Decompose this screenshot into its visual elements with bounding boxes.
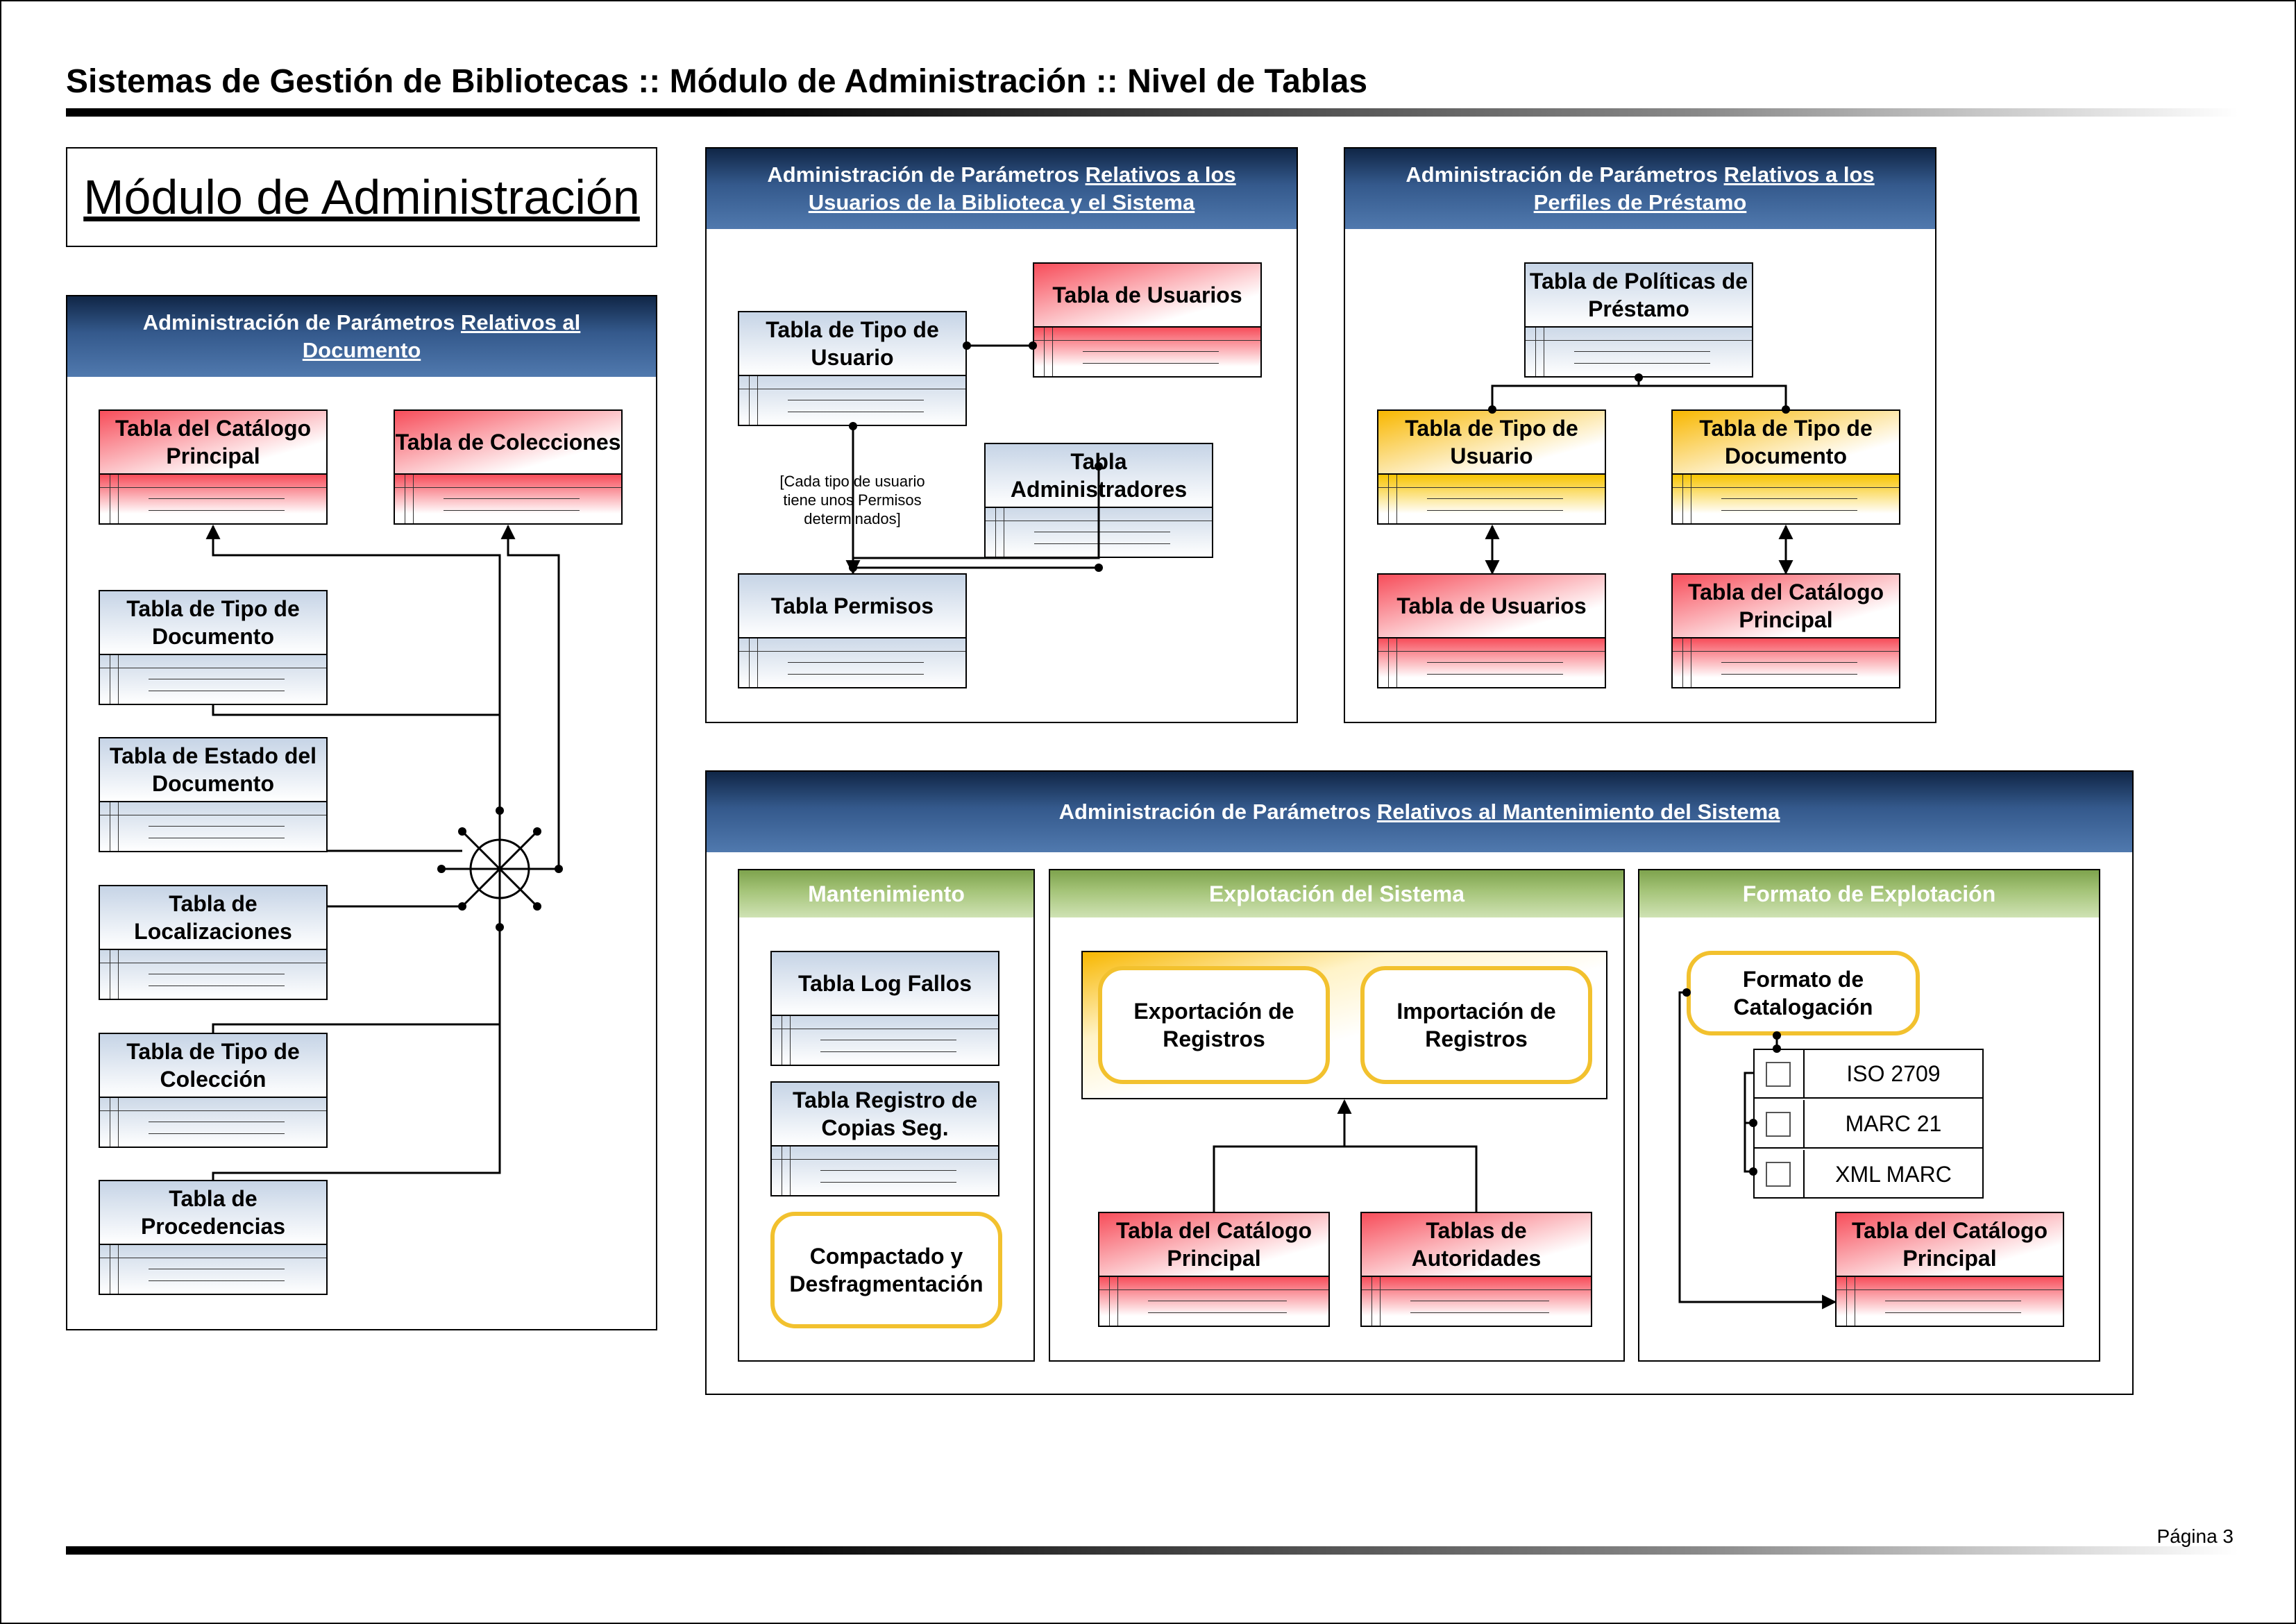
importacion-process[interactable]: Importación de Registros [1360, 966, 1592, 1084]
exportacion-process[interactable]: Exportación de Registros [1098, 966, 1330, 1084]
format-option-iso2709[interactable]: ISO 2709 [1755, 1050, 1982, 1099]
table-explotacion-catalogo[interactable]: Tabla del Catálogo Principal [1098, 1212, 1330, 1327]
table-prestamo-tipo-usuario[interactable]: Tabla de Tipo de Usuario [1377, 409, 1606, 525]
line-hub-colecciones [500, 524, 560, 869]
table-formato-catalogo[interactable]: Tabla del Catálogo Principal [1835, 1212, 2064, 1327]
table-autoridades[interactable]: Tablas de Autoridades [1360, 1212, 1592, 1327]
format-option-xmlmarc[interactable]: XML MARC [1755, 1150, 1982, 1199]
table-catalogo-principal[interactable]: Tabla del Catálogo Principal [99, 409, 328, 525]
table-tipo-coleccion[interactable]: Tabla de Tipo de Colección [99, 1033, 328, 1148]
table-tipo-usuario[interactable]: Tabla de Tipo de Usuario [738, 311, 967, 426]
format-checkbox[interactable] [1766, 1062, 1791, 1087]
compactado-process[interactable]: Compactado y Desfragmentación [770, 1212, 1002, 1328]
hub-spokes [441, 811, 559, 927]
bottom-rule [66, 1546, 2238, 1555]
subpanel-explotacion-header: Explotación del Sistema [1050, 870, 1623, 917]
table-politicas-prestamo[interactable]: Tabla de Políticas de Préstamo [1524, 262, 1753, 378]
line-explotacion-area [1213, 1101, 1478, 1212]
line-tipo-documento [212, 705, 501, 811]
panel-mantenimiento-header: Administración de Parámetros Relativos a… [707, 772, 2132, 852]
table-estado-documento[interactable]: Tabla de Estado del Documento [99, 737, 328, 852]
table-prestamo-tipo-documento[interactable]: Tabla de Tipo de Documento [1671, 409, 1900, 525]
subpanel-mantenimiento-header: Mantenimiento [739, 870, 1033, 917]
table-usuarios[interactable]: Tabla de Usuarios [1033, 262, 1262, 378]
line-formato-catalogo [1678, 991, 1837, 1310]
table-registro-copias[interactable]: Tabla Registro de Copias Seg. [770, 1081, 999, 1196]
line-politicas-tipos [1491, 378, 1787, 409]
format-checkbox[interactable] [1766, 1112, 1791, 1137]
line-admin-permisos [853, 466, 1100, 559]
page-number: Página 3 [2156, 1525, 2234, 1547]
table-procedencias[interactable]: Tabla de Procedencias [99, 1180, 328, 1295]
panel-usuarios-header: Administración de Parámetros Relativos a… [707, 149, 1297, 229]
line-hub-catalogo [205, 524, 501, 869]
module-title: Módulo de Administración [66, 147, 657, 247]
table-log-fallos[interactable]: Tabla Log Fallos [770, 951, 999, 1066]
panel-documento-header: Administración de Parámetros Relativos a… [67, 296, 656, 377]
format-checkbox[interactable] [1766, 1162, 1791, 1187]
table-localizaciones[interactable]: Tabla de Localizaciones [99, 885, 328, 1000]
table-colecciones[interactable]: Tabla de Colecciones [394, 409, 623, 525]
page-title: Sistemas de Gestión de Bibliotecas :: Mó… [66, 63, 1368, 100]
table-permisos[interactable]: Tabla Permisos [738, 573, 967, 688]
subpanel-formato-header: Formato de Explotación [1639, 870, 2099, 917]
line-tipo-coleccion [212, 927, 501, 1033]
table-prestamo-catalogo[interactable]: Tabla del Catálogo Principal [1671, 573, 1900, 688]
table-tipo-documento[interactable]: Tabla de Tipo de Documento [99, 590, 328, 705]
line-procedencias [212, 1024, 501, 1180]
panel-prestamo-header: Administración de Parámetros Relativos a… [1345, 149, 1935, 229]
format-option-marc21[interactable]: MARC 21 [1755, 1100, 1982, 1149]
top-rule [66, 108, 2238, 117]
